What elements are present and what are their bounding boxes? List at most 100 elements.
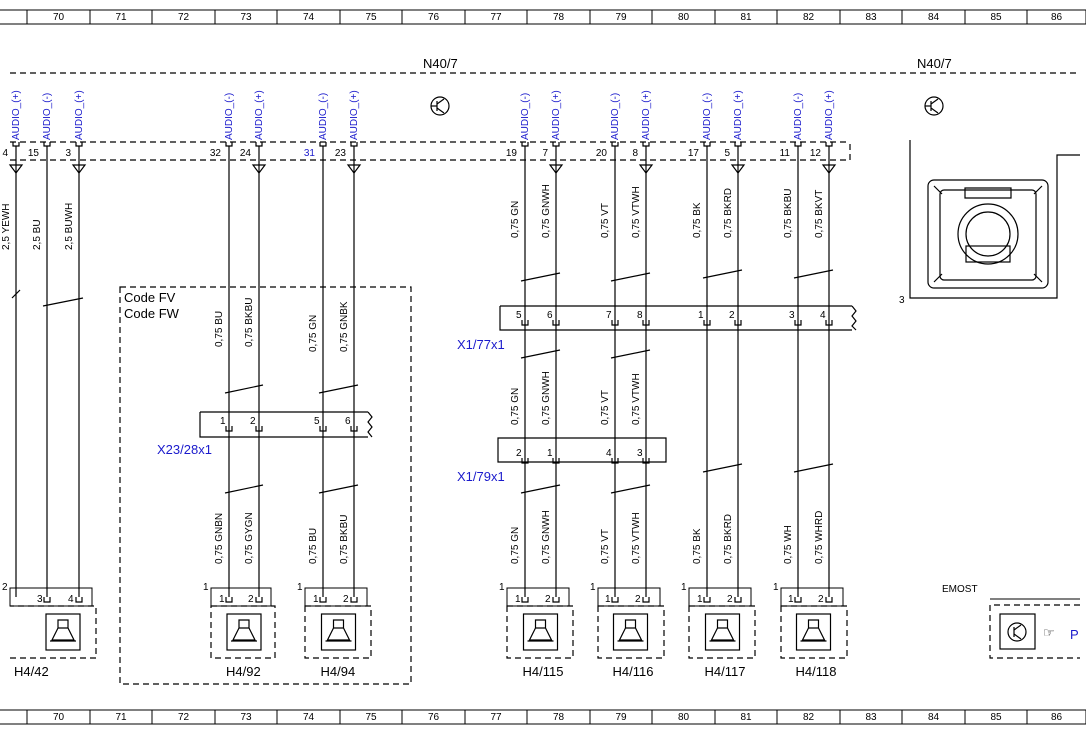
fiber-module-pin-label: 3 [899, 295, 905, 306]
wire-label: 0,75 GN [510, 388, 521, 425]
twisted-pair-mark [793, 463, 834, 473]
twisted-pair-mark [318, 484, 359, 494]
speaker-icon [795, 613, 832, 651]
twisted-pair-mark [520, 272, 561, 282]
pin-number: 7 [542, 148, 548, 159]
connector-pin-number: 3 [637, 448, 643, 459]
speaker-pin-number: 2 [343, 594, 349, 605]
wire-label: 0,75 GN [308, 315, 319, 352]
connector-pin-number: 5 [516, 310, 522, 321]
wire-label: 0,75 WHRD [814, 511, 825, 564]
twisted-pair-mark [610, 272, 651, 282]
wire-label: 2,5 BUWH [64, 203, 75, 250]
pin-terminal [734, 142, 742, 147]
speaker-pin-number: 2 [635, 594, 641, 605]
pin-terminal [552, 142, 560, 147]
ruler-number: 78 [553, 12, 565, 23]
pointing-hand-icon: ☞ [1043, 625, 1055, 640]
pin-terminal [75, 142, 83, 147]
pin-number: 20 [596, 148, 608, 159]
wire-label: 0,75 GN [510, 527, 521, 564]
wire-label: 0,75 VT [600, 390, 611, 425]
pin-terminal [642, 142, 650, 147]
twisted-pair-mark [702, 269, 743, 279]
wire-label: 0,75 VT [600, 529, 611, 564]
speaker-label: H4/116 [613, 664, 654, 679]
connector-x23 [199, 411, 373, 438]
speaker-icon [612, 613, 649, 651]
speaker-label: H4/94 [321, 664, 356, 679]
ruler-number: 79 [615, 712, 627, 723]
pin-terminal [255, 142, 263, 147]
speaker-label: H4/92 [226, 664, 261, 679]
speaker-pin-number: 1 [788, 594, 794, 605]
pin-terminal [611, 142, 619, 147]
ruler-number: 84 [928, 12, 940, 23]
speaker-pin-number: 2 [818, 594, 824, 605]
connector-pin-number: 7 [606, 310, 612, 321]
transistor-icon [430, 96, 450, 116]
twisted-pair-mark [610, 349, 651, 359]
connector-x79 [497, 437, 667, 463]
ruler-number: 75 [365, 712, 377, 723]
pin-signal-label: AUDIO_(+) [11, 90, 22, 140]
pin-terminal [319, 142, 327, 147]
ruler-number: 77 [490, 712, 502, 723]
pin-number: 17 [688, 148, 700, 159]
module-label-right: N40/7 [917, 56, 952, 71]
speaker-corner-number: 1 [590, 582, 596, 593]
wire-label: 2,5 BU [32, 219, 43, 250]
speaker-corner-number: 1 [681, 582, 687, 593]
twisted-pair-mark [224, 484, 264, 494]
speaker-icon [226, 613, 262, 651]
connector-pin-number: 6 [345, 416, 351, 427]
connector-x77 [499, 305, 857, 331]
connector-x77-label: X1/77x1 [457, 337, 505, 352]
pin-signal-label: AUDIO_(+) [733, 90, 744, 140]
pin-signal-label: AUDIO_(-) [793, 93, 804, 140]
wire-label: 0,75 GNBN [214, 513, 225, 564]
pin-signal-label: AUDIO_(+) [349, 90, 360, 140]
pin-number: 5 [724, 148, 730, 159]
pin-signal-label: AUDIO_(+) [551, 90, 562, 140]
connector-pin-number: 5 [314, 416, 320, 427]
pin-signal-label: AUDIO_(+) [74, 90, 85, 140]
wire-label: 0,75 GNWH [541, 184, 552, 238]
emost-link[interactable]: P [1070, 627, 1079, 642]
pin-terminal [12, 142, 20, 147]
speaker-pin-number: 2 [545, 594, 551, 605]
speaker-label: H4/115 [523, 664, 564, 679]
pin-signal-label: AUDIO_(-) [318, 93, 329, 140]
connector-terminal [734, 320, 742, 326]
wire-label: 2,5 YEWH [1, 204, 12, 251]
speaker-pin-number: 1 [605, 594, 611, 605]
speaker-pin-number: 1 [219, 594, 225, 605]
speaker-pin-number: 3 [37, 594, 43, 605]
speaker-corner-number: 1 [203, 582, 209, 593]
pin-terminal [521, 142, 529, 147]
speaker-h4-116: 1 2 1H4/116 [590, 582, 665, 679]
speaker-corner-number: 1 [297, 582, 303, 593]
wire-label: 0,75 GNBK [339, 301, 350, 352]
module-pins: AUDIO_(+)4AUDIO_(-)15AUDIO_(+)3AUDIO_(-)… [2, 90, 837, 174]
speaker-pin-number: 2 [727, 594, 733, 605]
connector-terminal [703, 320, 711, 326]
speaker-icon [522, 613, 559, 651]
connector-pin-number: 4 [820, 310, 826, 321]
ruler-number: 85 [990, 712, 1002, 723]
connector-pin-number: 2 [516, 448, 522, 459]
speaker-label: H4/118 [796, 664, 837, 679]
wire-label: 0,75 VTWH [631, 512, 642, 564]
module-pin-strip [10, 142, 851, 161]
connector-pin-number: 1 [220, 416, 226, 427]
pin-signal-label: AUDIO_(+) [824, 90, 835, 140]
pin-signal-label: AUDIO_(+) [254, 90, 265, 140]
wire-label: 0,75 GYGN [244, 512, 255, 564]
connector-terminal [521, 320, 529, 326]
ruler-number: 80 [678, 12, 690, 23]
